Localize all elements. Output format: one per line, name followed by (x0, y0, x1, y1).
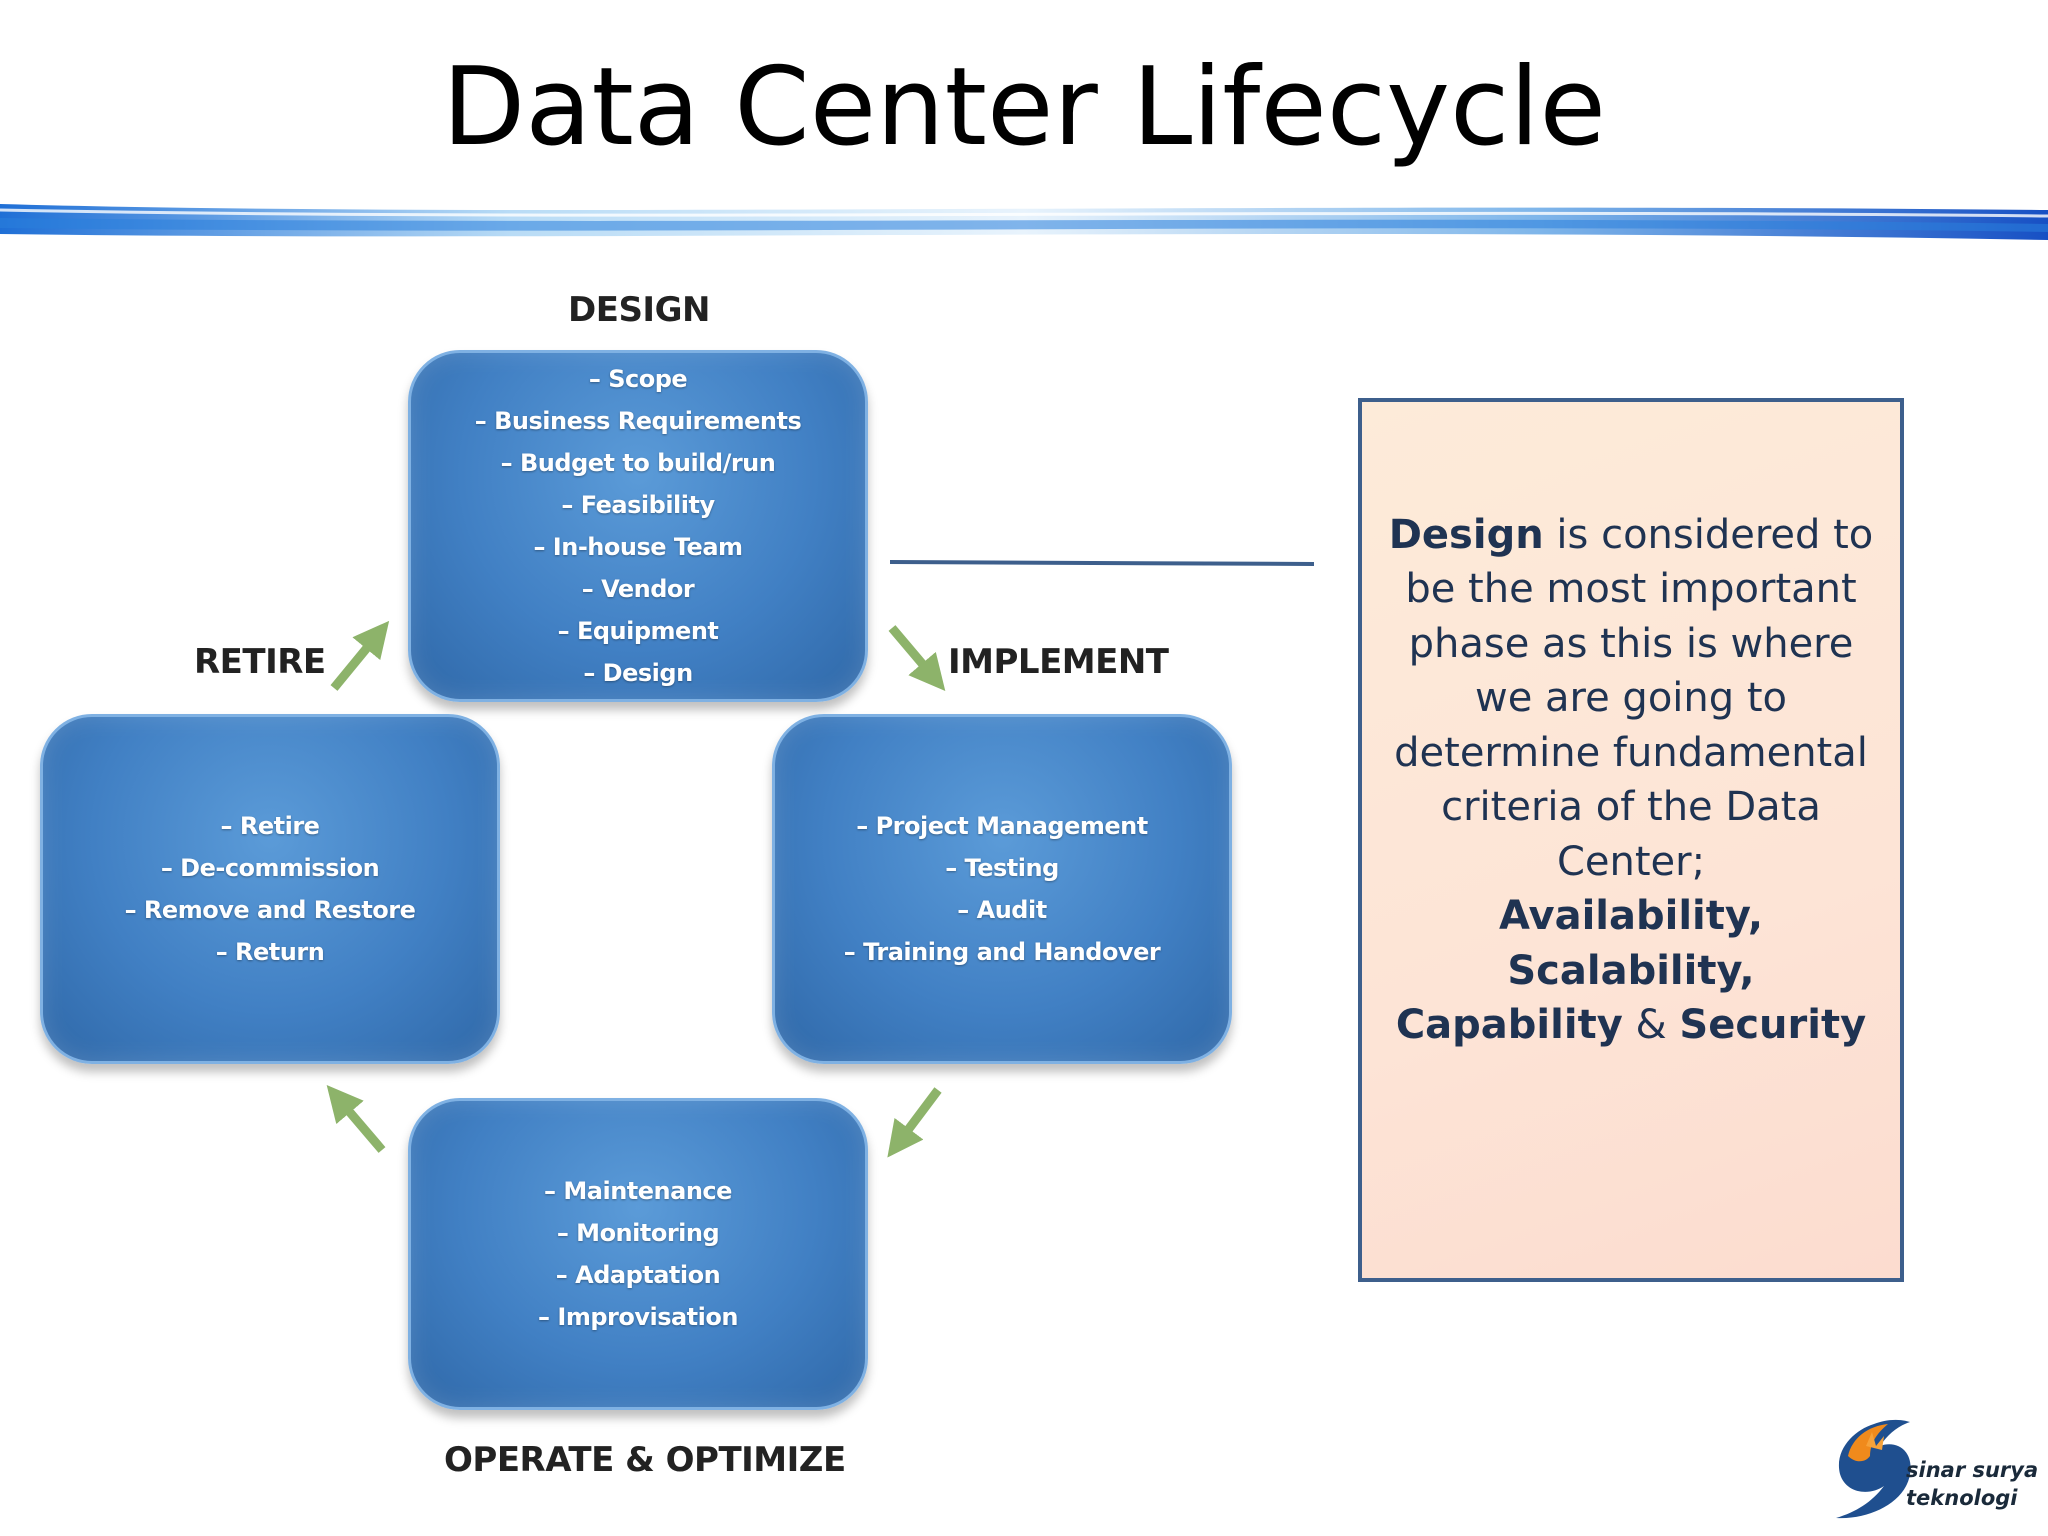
operate-item: – Improvisation (538, 1303, 738, 1331)
design-item: – Equipment (557, 617, 719, 645)
company-logo (1836, 1419, 1911, 1519)
phase-box-implement: – Project Management – Testing – Audit –… (772, 714, 1232, 1064)
phase-label-implement: IMPLEMENT (948, 642, 1169, 682)
phase-box-retire: – Retire – De-commission – Remove and Re… (40, 714, 500, 1064)
phase-label-design: DESIGN (568, 290, 710, 330)
retire-item: – De-commission (160, 854, 380, 882)
phase-box-design: – Scope – Business Requirements – Budget… (408, 350, 868, 702)
slide-title: Data Center Lifecycle (442, 45, 1606, 170)
arrow-retire-to-design (330, 620, 390, 691)
callout-body: is considered to be the most important p… (1394, 511, 1874, 885)
phase-box-operate: – Maintenance – Monitoring – Adaptation … (408, 1098, 868, 1410)
callout-lead: Design (1388, 511, 1544, 558)
callout-connector-line (889, 560, 1315, 566)
design-item: – In-house Team (533, 533, 743, 561)
design-item: – Business Requirements (474, 407, 802, 435)
phase-label-retire: RETIRE (194, 642, 326, 682)
callout-criteria-1: Availability, Scalability, (1498, 893, 1764, 994)
design-item: – Feasibility (561, 491, 715, 519)
operate-item: – Adaptation (555, 1261, 721, 1289)
retire-item: – Remove and Restore (124, 896, 416, 924)
arrow-design-to-implement (888, 625, 946, 691)
logo-text: sinar surya teknologi (1906, 1456, 2038, 1512)
arrow-operate-to-retire (326, 1085, 386, 1153)
callout-criteria-2: Capability (1395, 1002, 1623, 1048)
design-item: – Scope (588, 365, 688, 393)
logo-line-1: sinar surya (1906, 1458, 2039, 1482)
logo-line-2: teknologi (1906, 1486, 2018, 1510)
arrow-implement-to-operate (887, 1087, 942, 1158)
design-item: – Design (583, 659, 693, 687)
header-band (0, 204, 2048, 240)
retire-item: – Return (215, 938, 325, 966)
design-callout-box: Design is considered to be the most impo… (1358, 398, 1904, 1282)
design-item: – Vendor (581, 575, 695, 603)
implement-item: – Project Management (856, 812, 1148, 840)
phase-label-operate: OPERATE & OPTIMIZE (444, 1440, 846, 1480)
implement-item: – Audit (957, 896, 1047, 924)
operate-item: – Maintenance (544, 1177, 732, 1205)
design-item: – Budget to build/run (500, 449, 776, 477)
retire-item: – Retire (220, 812, 320, 840)
implement-item: – Testing (945, 854, 1059, 882)
callout-and: & (1622, 1002, 1680, 1048)
operate-item: – Monitoring (556, 1219, 720, 1247)
implement-item: – Training and Handover (843, 938, 1161, 966)
callout-text: Design is considered to be the most impo… (1382, 508, 1880, 1053)
callout-criteria-3: Security (1679, 1002, 1867, 1048)
